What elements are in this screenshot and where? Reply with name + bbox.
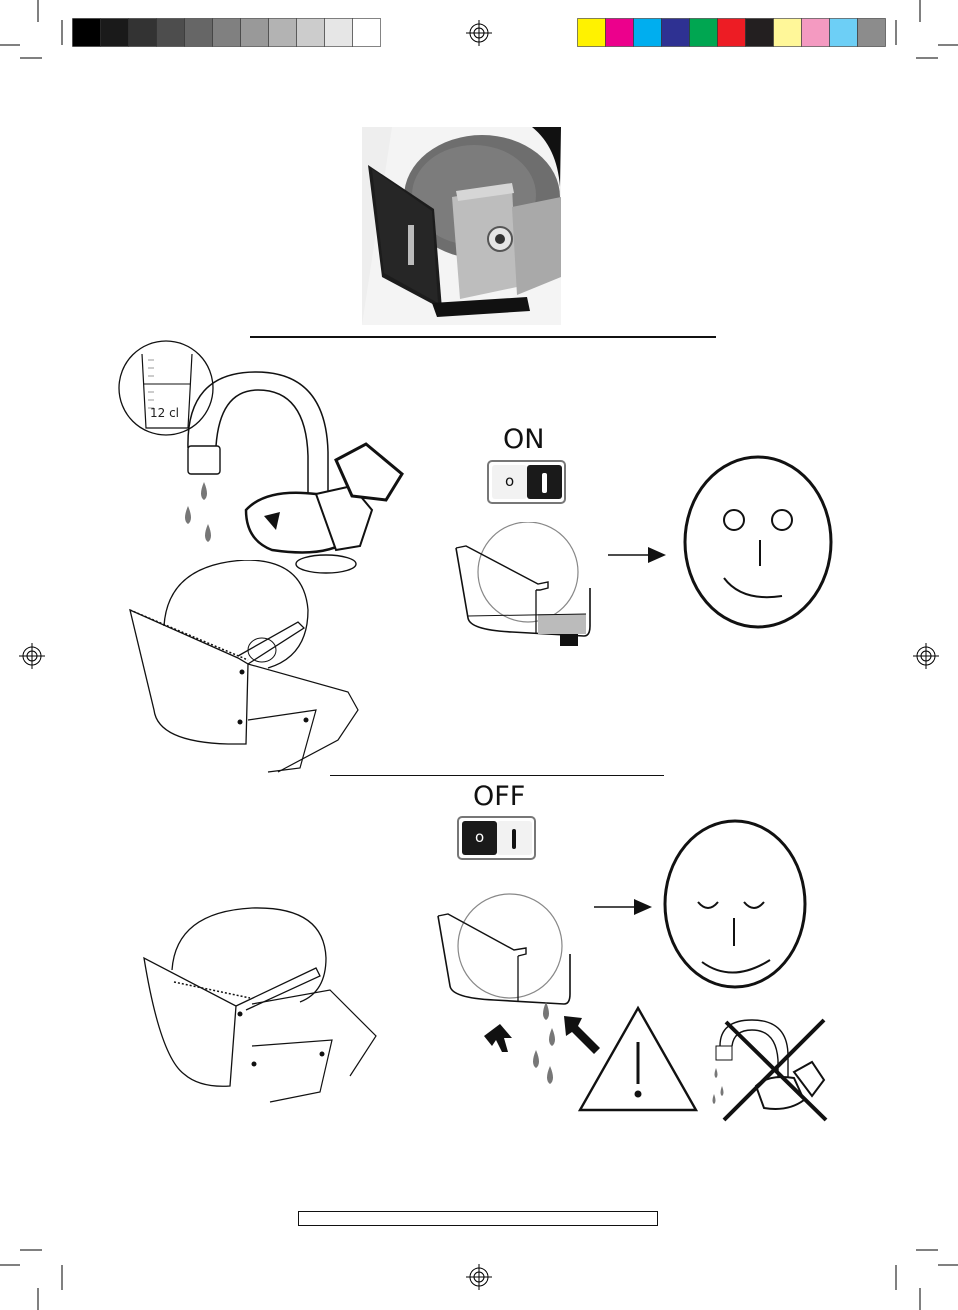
- section-divider: [330, 775, 664, 776]
- switch-off-glyph: o: [505, 472, 514, 490]
- no-faucet-icon: [708, 1016, 830, 1124]
- registration-mark-top: [466, 20, 492, 46]
- registration-mark-right: [913, 643, 939, 669]
- power-switch-on[interactable]: o: [487, 460, 566, 504]
- grinder-tray-sketch: [140, 906, 380, 1106]
- grinder-tray-sketch: [128, 560, 368, 775]
- switch-off-label: OFF: [473, 781, 525, 812]
- water-tray-drain-icon: [434, 890, 584, 1010]
- registration-mark-bottom: [466, 1264, 492, 1290]
- switch-on-glyph: [512, 829, 516, 849]
- section-divider: [250, 336, 716, 338]
- switch-off-glyph: o: [475, 828, 484, 846]
- registration-mark-left: [19, 643, 45, 669]
- switch-on-label: ON: [503, 424, 544, 455]
- arrow-right-icon: [608, 545, 668, 565]
- grinder-water-tray-photo: [362, 127, 561, 325]
- water-tray-icon: [452, 522, 602, 648]
- happy-face-icon: [682, 454, 834, 630]
- water-drops-icon: [176, 478, 226, 548]
- footer-box: [298, 1211, 658, 1226]
- cup-volume-label: 12 cl: [150, 406, 179, 420]
- arrow-right-icon: [594, 897, 654, 917]
- switch-on-glyph: [542, 473, 547, 493]
- sleepy-face-icon: [662, 818, 808, 990]
- warning-triangle-icon: [576, 1004, 700, 1114]
- power-switch-off[interactable]: o: [457, 816, 536, 860]
